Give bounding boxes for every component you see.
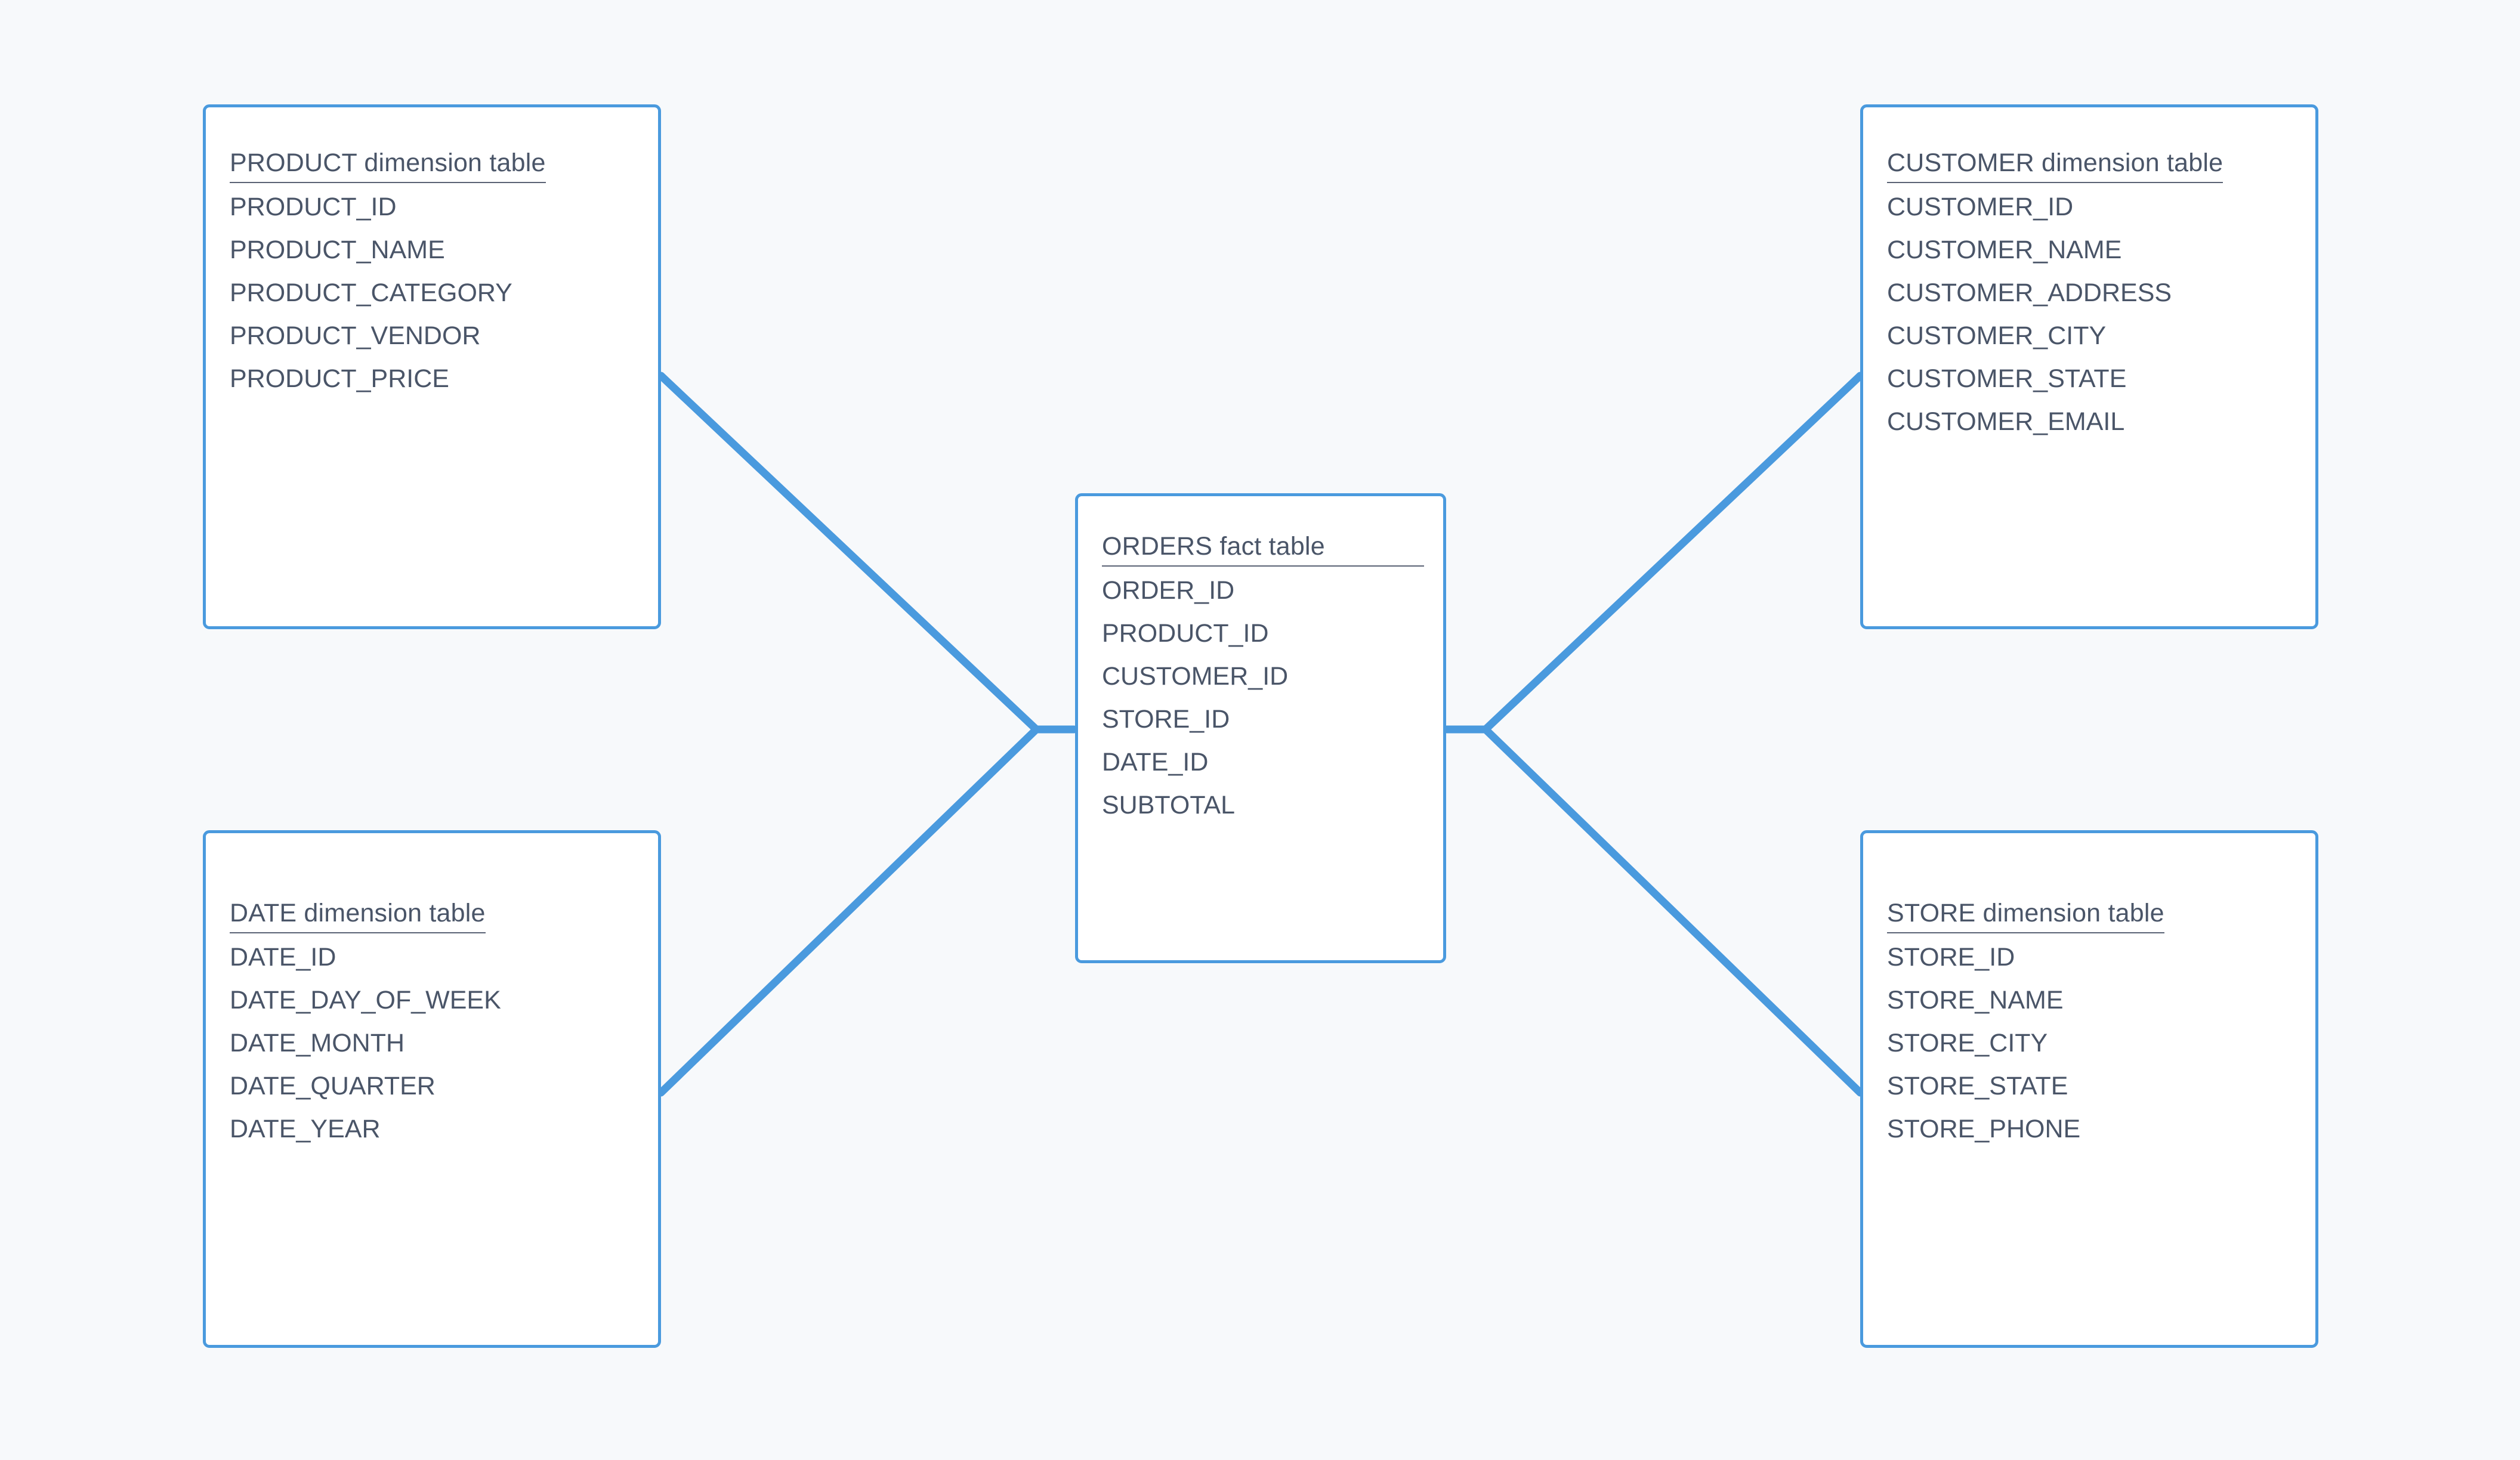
field-row: STORE_PHONE: [1887, 1115, 2081, 1143]
table-title-product: PRODUCT dimension table: [230, 141, 546, 185]
field-row: PRODUCT_CATEGORY: [230, 279, 512, 307]
title-underline: [1102, 565, 1424, 567]
field-row: DATE_ID: [230, 943, 336, 972]
field-row: STORE_NAME: [1887, 986, 2064, 1014]
table-title-date: DATE dimension table: [230, 892, 486, 936]
table-title-customer: CUSTOMER dimension table: [1887, 141, 2223, 185]
field-row: CUSTOMER_EMAIL: [1887, 407, 2125, 436]
connector-store-orders: [1481, 725, 1864, 1097]
field-row: PRODUCT_PRICE: [230, 364, 449, 393]
field-row: CUSTOMER_CITY: [1887, 321, 2107, 350]
field-row: SUBTOTAL: [1102, 791, 1236, 819]
field-row: CUSTOMER_ADDRESS: [1887, 279, 2172, 307]
field-row: STORE_ID: [1102, 705, 1230, 734]
field-row: DATE_QUARTER: [230, 1072, 436, 1100]
field-row: DATE_ID: [1102, 748, 1209, 777]
entity-box-orders[interactable]: ORDERS fact table ORDER_ID PRODUCT_ID CU…: [1075, 493, 1446, 963]
field-row: STORE_STATE: [1887, 1072, 2068, 1100]
connector-customer-orders: [1481, 372, 1864, 734]
connector-product-orders: [657, 372, 1040, 734]
entity-box-product[interactable]: PRODUCT dimension table PRODUCT_ID PRODU…: [203, 104, 661, 629]
connector-date-orders: [657, 725, 1040, 1097]
field-row: CUSTOMER_ID: [1887, 193, 2074, 221]
field-row: PRODUCT_NAME: [230, 236, 445, 264]
field-row: PRODUCT_ID: [1102, 619, 1269, 648]
field-row: PRODUCT_ID: [230, 193, 397, 221]
title-underline: [1887, 182, 2223, 183]
entity-box-date[interactable]: DATE dimension table DATE_ID DATE_DAY_OF…: [203, 830, 661, 1348]
table-title-store: STORE dimension table: [1887, 892, 2164, 936]
field-row: ORDER_ID: [1102, 576, 1235, 605]
entity-box-customer[interactable]: CUSTOMER dimension table CUSTOMER_ID CUS…: [1860, 104, 2318, 629]
field-row: STORE_CITY: [1887, 1029, 2048, 1057]
title-underline: [230, 932, 486, 933]
table-title-orders: ORDERS fact table: [1102, 525, 1424, 569]
field-row: DATE_MONTH: [230, 1029, 405, 1057]
field-row: CUSTOMER_STATE: [1887, 364, 2127, 393]
field-row: CUSTOMER_NAME: [1887, 236, 2122, 264]
field-row: PRODUCT_VENDOR: [230, 321, 481, 350]
field-row: DATE_YEAR: [230, 1115, 381, 1143]
title-underline: [230, 182, 546, 183]
title-underline: [1887, 932, 2164, 933]
field-row: CUSTOMER_ID: [1102, 662, 1289, 691]
field-row: STORE_ID: [1887, 943, 2015, 972]
entity-box-store[interactable]: STORE dimension table STORE_ID STORE_NAM…: [1860, 830, 2318, 1348]
field-row: DATE_DAY_OF_WEEK: [230, 986, 501, 1014]
